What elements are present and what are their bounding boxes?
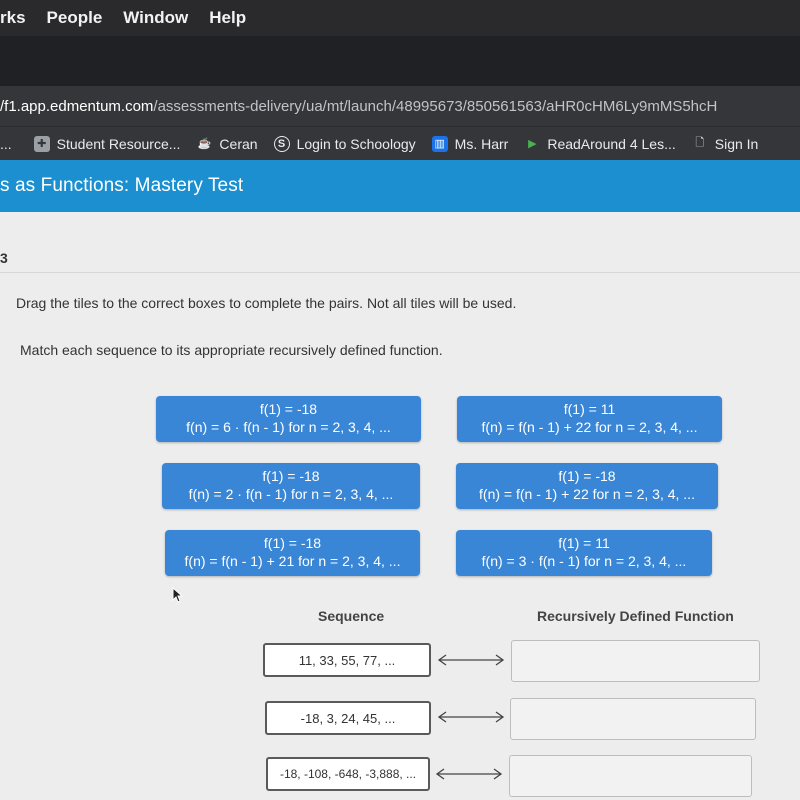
- browser-tab-strip: [0, 36, 800, 86]
- tile-initial: f(1) = 11: [558, 535, 610, 551]
- menu-item-bookmarks[interactable]: rks: [0, 8, 26, 27]
- question-number: 3: [0, 250, 8, 266]
- tile-initial: f(1) = -18: [263, 535, 322, 551]
- os-menu-bar: rks People Window Help: [0, 0, 800, 36]
- test-title: s as Functions: Mastery Test: [0, 175, 244, 196]
- tile-rule: f(n) = f(n - 1) + 22 for n = 2, 3, 4, ..…: [479, 486, 695, 502]
- sequence-box: 11, 33, 55, 77, ...: [263, 643, 431, 677]
- bookmark-label: Student Resource...: [56, 135, 181, 152]
- function-column-header: Recursively Defined Function: [537, 608, 734, 624]
- bookmark-label: Ms. Harr: [454, 135, 509, 152]
- tile-rule: f(n) = 6 · f(n - 1) for n = 2, 3, 4, ...: [186, 419, 391, 435]
- sequence-box: -18, -108, -648, -3,888, ...: [266, 757, 430, 791]
- tile-initial: f(1) = -18: [259, 401, 318, 417]
- answer-tile[interactable]: f(1) = -18 f(n) = f(n - 1) + 21 for n = …: [165, 530, 420, 576]
- tile-rule: f(n) = 2 · f(n - 1) for n = 2, 3, 4, ...: [188, 486, 394, 502]
- question-area: 3 Drag the tiles to the correct boxes to…: [0, 212, 800, 800]
- bookmark-sign-in[interactable]: 🗋 Sign In: [692, 135, 759, 152]
- bookmark-student-resource[interactable]: ✚ Student Resource...: [33, 135, 181, 152]
- mouse-cursor-icon: [172, 587, 184, 603]
- function-drop-target[interactable]: [509, 755, 752, 797]
- bookmark-label: Ceran: [219, 135, 258, 152]
- tile-rule: f(n) = f(n - 1) + 21 for n = 2, 3, 4, ..…: [184, 553, 401, 569]
- bookmarks-bar: ... ✚ Student Resource... ☕ Ceran S Logi…: [0, 126, 800, 160]
- bookmark-overflow[interactable]: ...: [0, 136, 12, 152]
- tile-initial: f(1) = -18: [262, 468, 320, 484]
- tile-initial: f(1) = 11: [563, 401, 616, 417]
- cup-icon: ☕: [197, 138, 212, 150]
- menu-item-people[interactable]: People: [46, 8, 103, 27]
- address-bar[interactable]: /f1.app.edmentum.com/assessments-deliver…: [0, 86, 800, 126]
- play-icon: ▶: [528, 138, 537, 150]
- tile-rule: f(n) = 3 · f(n - 1) for n = 2, 3, 4, ...: [481, 553, 687, 569]
- bookmark-label: Sign In: [714, 135, 759, 152]
- menu-item-window[interactable]: Window: [123, 8, 189, 27]
- tile-rule: f(n) = f(n - 1) + 22 for n = 2, 3, 4, ..…: [481, 419, 698, 435]
- tile-initial: f(1) = -18: [558, 468, 616, 484]
- bookmark-label: ReadAround 4 Les...: [547, 135, 676, 152]
- board-icon: ▥: [431, 135, 448, 152]
- bookmark-readaround[interactable]: ▶ ReadAround 4 Les...: [524, 135, 676, 152]
- answer-tile[interactable]: f(1) = -18 f(n) = f(n - 1) + 22 for n = …: [456, 463, 718, 509]
- double-arrow-icon: [437, 654, 505, 666]
- url-path: /assessments-delivery/ua/mt/launch/48995…: [153, 97, 718, 115]
- menu-item-help[interactable]: Help: [209, 8, 247, 27]
- schoology-icon: S: [273, 135, 290, 152]
- divider: [0, 272, 800, 273]
- sequence-box: -18, 3, 24, 45, ...: [265, 701, 431, 735]
- question-instruction: Drag the tiles to the correct boxes to c…: [16, 295, 517, 311]
- puzzle-icon: ✚: [33, 135, 50, 152]
- function-drop-target[interactable]: [511, 640, 760, 682]
- answer-tile[interactable]: f(1) = 11 f(n) = 3 · f(n - 1) for n = 2,…: [456, 530, 712, 576]
- url-host: /f1.app.edmentum.com: [0, 97, 154, 115]
- sequence-column-header: Sequence: [318, 608, 385, 624]
- question-prompt: Match each sequence to its appropriate r…: [20, 342, 443, 358]
- page-icon: 🗋: [695, 137, 705, 149]
- bookmark-schoology[interactable]: S Login to Schoology: [273, 135, 416, 152]
- double-arrow-icon: [437, 711, 505, 723]
- bookmark-label: Login to Schoology: [296, 135, 416, 152]
- double-arrow-icon: [435, 768, 503, 780]
- test-header: s as Functions: Mastery Test: [0, 160, 800, 212]
- bookmark-label: ...: [0, 135, 12, 152]
- function-drop-target[interactable]: [510, 698, 756, 740]
- bookmark-ceran[interactable]: ☕ Ceran: [196, 135, 258, 152]
- answer-tile[interactable]: f(1) = 11 f(n) = f(n - 1) + 22 for n = 2…: [457, 396, 722, 442]
- bookmark-ms-harr[interactable]: ▥ Ms. Harr: [431, 135, 509, 152]
- answer-tile[interactable]: f(1) = -18 f(n) = 6 · f(n - 1) for n = 2…: [156, 396, 421, 442]
- answer-tile[interactable]: f(1) = -18 f(n) = 2 · f(n - 1) for n = 2…: [162, 463, 420, 509]
